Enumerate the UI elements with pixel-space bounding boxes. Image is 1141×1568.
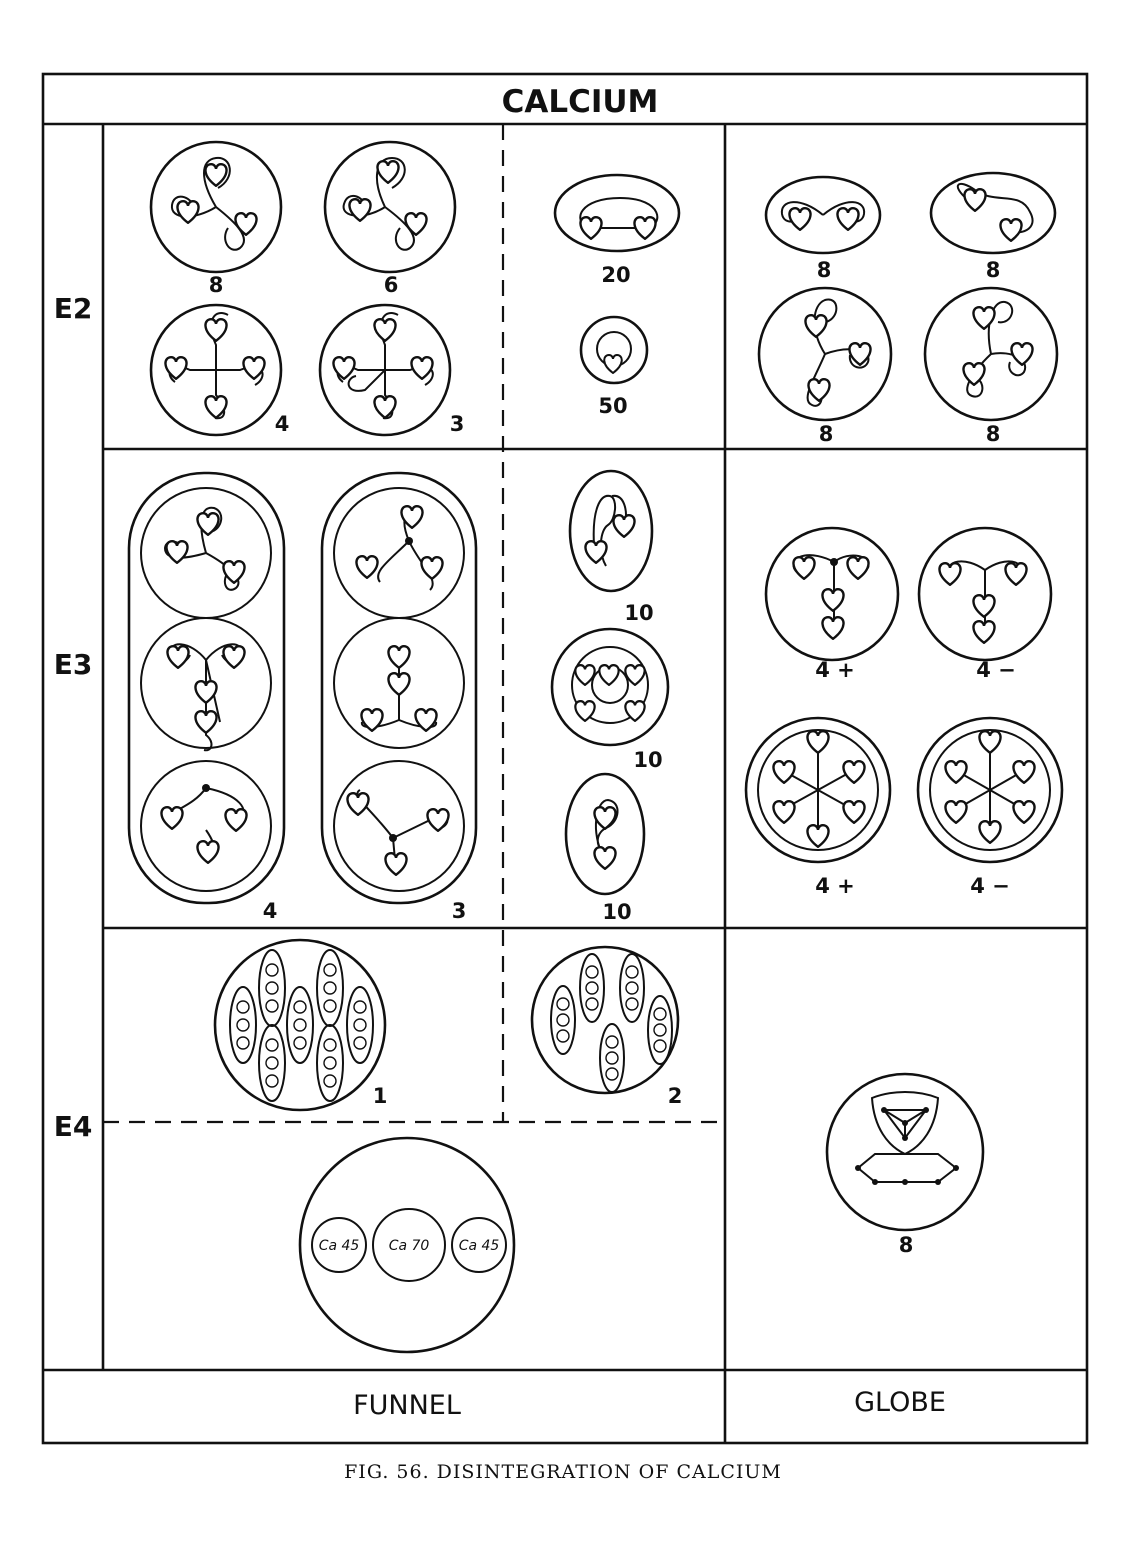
count-label: 8 — [819, 422, 834, 446]
count-label: 4 + — [815, 874, 855, 898]
e3-globe-4plus-a — [764, 526, 900, 662]
count-label: 6 — [384, 273, 399, 297]
title: CALCIUM — [502, 84, 659, 120]
count-label: 8 — [817, 258, 832, 282]
row-label-e2: E2 — [54, 292, 93, 325]
count-label: 3 — [452, 899, 467, 923]
figure-caption: FIG. 56. DISINTEGRATION OF CALCIUM — [344, 1461, 782, 1483]
e2-globe-triplet-a — [757, 286, 893, 422]
count-label: 8 — [986, 258, 1001, 282]
e2-funnel-group-8 — [149, 140, 283, 274]
e3-mid-pair-10a — [568, 469, 654, 593]
e2-funnel-group-3 — [318, 303, 452, 437]
ca-label-left: Ca 45 — [319, 1238, 360, 1254]
count-label: 50 — [598, 394, 627, 418]
count-label: 3 — [450, 412, 465, 436]
e4-funnel-group-2 — [530, 945, 680, 1095]
e3-funnel-capsule-4 — [127, 471, 286, 905]
e3-mid-ring-10 — [550, 627, 670, 747]
grid-frame — [41, 72, 1089, 1445]
e3-mid-pair-10b — [564, 772, 646, 896]
e3-globe-4plus-b — [744, 716, 892, 864]
e2-globe-triplet-b — [923, 286, 1059, 422]
count-label: 20 — [601, 263, 630, 287]
count-label: 4 — [275, 412, 290, 436]
footer-funnel: FUNNEL — [353, 1390, 461, 1421]
count-label: 4 − — [970, 874, 1010, 898]
count-label: 8 — [899, 1233, 914, 1257]
e2-funnel-group-6 — [323, 140, 457, 274]
count-label: 8 — [986, 422, 1001, 446]
e3-globe-4minus-a — [917, 526, 1053, 662]
count-label: 4 − — [976, 658, 1016, 682]
row-label-e3: E3 — [54, 648, 93, 681]
e2-globe-pair-b — [929, 171, 1057, 255]
e4-funnel-group-1 — [213, 938, 387, 1112]
e4-globe-group-8 — [825, 1072, 985, 1232]
count-label: 2 — [668, 1084, 683, 1108]
count-label: 1 — [373, 1084, 388, 1108]
e3-globe-4minus-b — [916, 716, 1064, 864]
e2-pair-20 — [553, 173, 681, 253]
ca-label-center: Ca 70 — [389, 1238, 430, 1254]
e3-funnel-capsule-3 — [320, 471, 478, 905]
count-label: 4 + — [815, 658, 855, 682]
count-label: 10 — [633, 748, 662, 772]
e4-funnel-calcium-circle — [298, 1136, 516, 1354]
count-label: 10 — [624, 601, 653, 625]
count-label: 10 — [602, 900, 631, 924]
count-label: 4 — [263, 899, 278, 923]
row-label-e4: E4 — [54, 1110, 93, 1143]
footer-globe: GLOBE — [854, 1387, 946, 1418]
e2-funnel-group-4 — [149, 303, 283, 437]
ca-label-right: Ca 45 — [459, 1238, 500, 1254]
count-label: 8 — [209, 273, 224, 297]
e2-globe-pair-a — [764, 175, 882, 255]
e2-single-50 — [579, 315, 649, 385]
